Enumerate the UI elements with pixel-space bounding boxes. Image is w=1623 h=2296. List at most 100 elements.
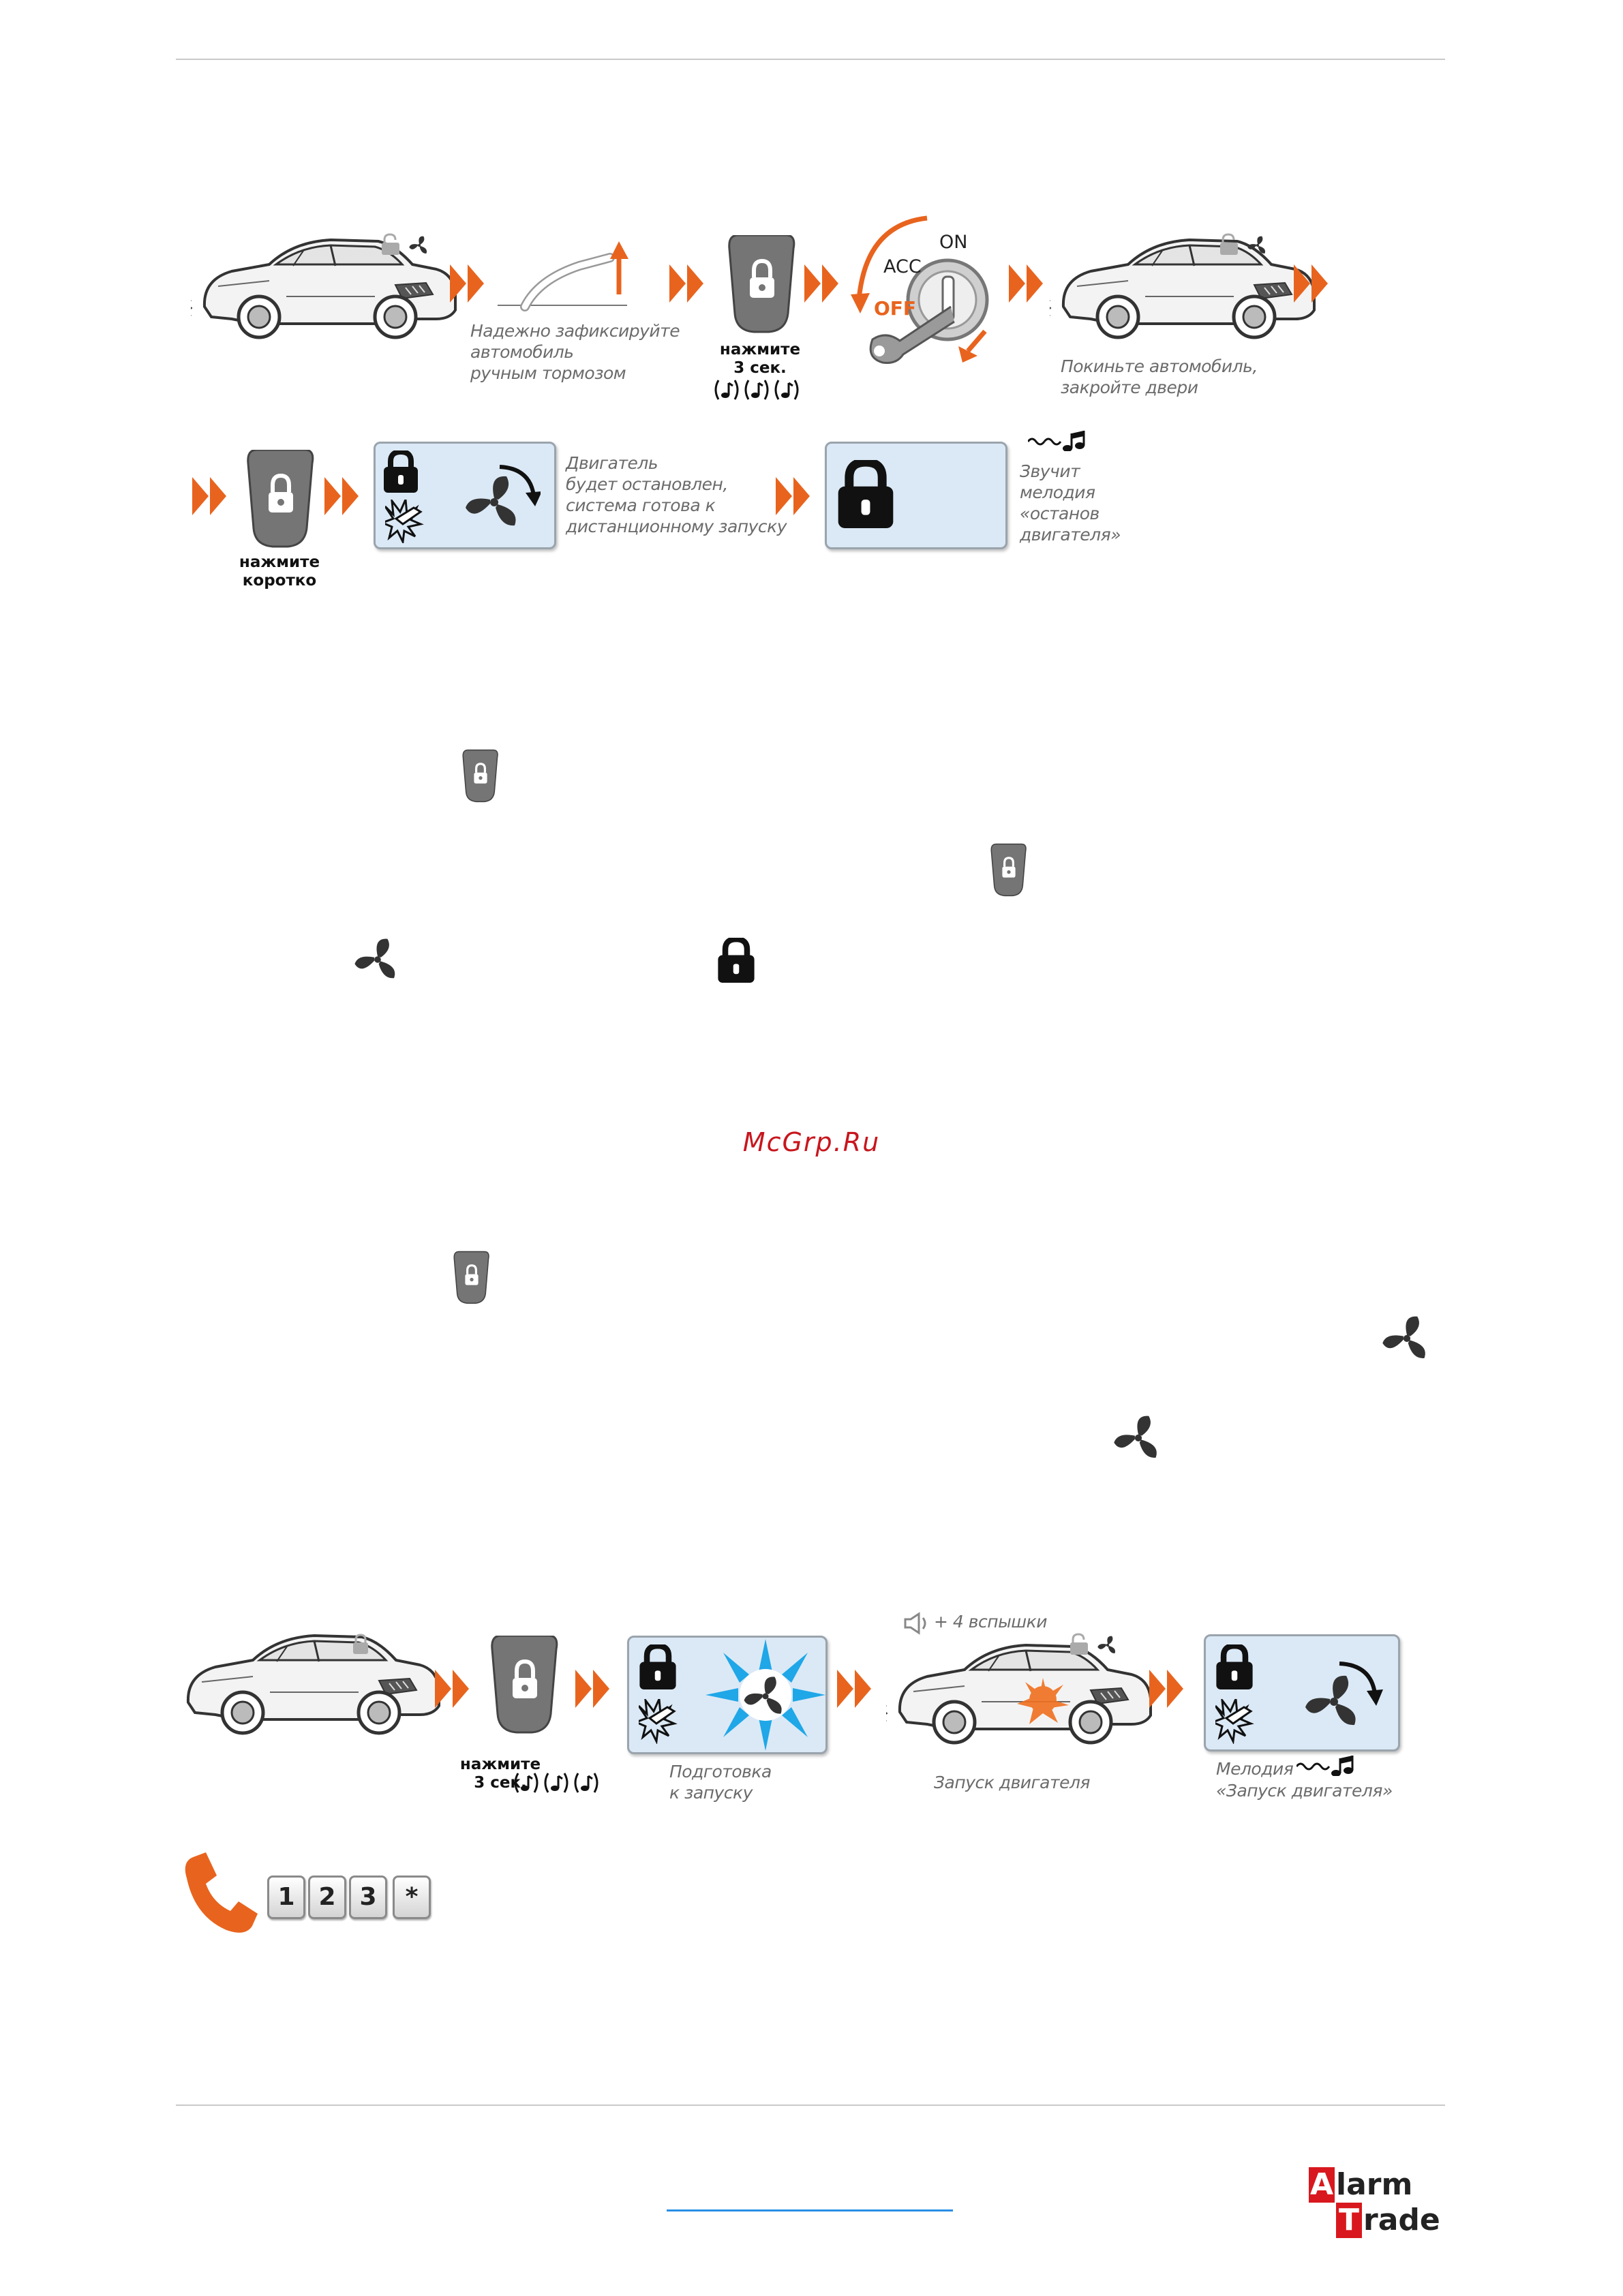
display-panel-locked bbox=[825, 442, 1007, 549]
ignition-acc-label: ACC bbox=[883, 256, 922, 277]
car-image-3 bbox=[175, 1627, 447, 1747]
melody-icon-1 bbox=[1028, 429, 1086, 451]
car-image-4 bbox=[886, 1637, 1159, 1756]
watermark: McGrp.Ru bbox=[742, 1127, 881, 1157]
press-long-label-1: нажмите 3 сек. bbox=[702, 341, 818, 378]
ignition-off-label: OFF bbox=[874, 297, 917, 320]
display-panel-prepare bbox=[627, 1636, 828, 1754]
caption-line: Звучит bbox=[1020, 461, 1080, 481]
display-panel-stopped bbox=[374, 442, 556, 549]
caption-line: Покиньте автомобиль, bbox=[1061, 356, 1258, 376]
burst-icon bbox=[385, 500, 422, 543]
caption-melody-stop: Звучит мелодия «останов двигателя» bbox=[1020, 461, 1121, 545]
press-line: коротко bbox=[242, 572, 317, 590]
press-line: 3 сек. bbox=[474, 1774, 527, 1792]
lock-button-fob-2 bbox=[240, 450, 322, 551]
arrow-11 bbox=[837, 1670, 871, 1708]
fan-icon-inline-1 bbox=[354, 936, 401, 983]
caption-line: к запуску bbox=[669, 1783, 753, 1803]
press-long-label-2: нажмите 3 сек. bbox=[453, 1756, 548, 1792]
arrow-9 bbox=[435, 1670, 469, 1708]
display-panel-running bbox=[1204, 1634, 1400, 1751]
caption-line: мелодия bbox=[1020, 483, 1095, 502]
press-short-label: нажмите коротко bbox=[218, 553, 341, 590]
caption-melody-start-2: «Запуск двигателя» bbox=[1216, 1781, 1393, 1801]
press-line: 3 сек. bbox=[733, 359, 787, 377]
caption-line: дистанционному запуску bbox=[566, 517, 787, 536]
lock-button-fob-1 bbox=[721, 235, 803, 336]
caption-leave-car: Покиньте автомобиль, закройте двери bbox=[1061, 356, 1258, 398]
logo-letter-t: T bbox=[1336, 2203, 1362, 2238]
caption-line: двигателя» bbox=[1020, 525, 1121, 545]
lock-icon bbox=[639, 1644, 677, 1689]
status-icons-2 bbox=[1220, 233, 1268, 256]
caption-handbrake: Надежно зафиксируйте автомобиль ручным т… bbox=[470, 320, 680, 384]
caption-prepare: Подготовка к запуску bbox=[669, 1761, 772, 1803]
caption-line: будет остановлен, bbox=[566, 474, 728, 494]
arrow-3 bbox=[804, 264, 838, 303]
lock-icon bbox=[1215, 1644, 1254, 1689]
lock-status-icon bbox=[353, 1634, 368, 1654]
keypad-key-2: 2 bbox=[308, 1876, 346, 1919]
press-line: нажмите bbox=[459, 1756, 541, 1773]
beep-icons-2 bbox=[514, 1772, 598, 1794]
flashes-label: + 4 вспышки bbox=[934, 1612, 1048, 1632]
car-image-2 bbox=[1050, 232, 1322, 351]
arrow-2 bbox=[669, 264, 703, 303]
fan-icon bbox=[466, 465, 541, 531]
caption-line: автомобиль bbox=[470, 342, 574, 362]
keypad-key-star: * bbox=[393, 1876, 431, 1919]
lock-icon-inline-1 bbox=[717, 938, 755, 983]
arrow-4 bbox=[1009, 264, 1043, 303]
caption-line: Надежно зафиксируйте bbox=[470, 321, 680, 341]
lock-button-icon-inline-3 bbox=[453, 1250, 490, 1304]
caption-melody-start-1: Мелодия bbox=[1216, 1759, 1294, 1779]
caption-line: Подготовка bbox=[669, 1762, 772, 1781]
logo-word-2: rade bbox=[1363, 2203, 1440, 2237]
caption-engine-stopped: Двигатель будет остановлен, система гото… bbox=[566, 453, 787, 537]
arrow-7 bbox=[324, 477, 359, 515]
arrow-5 bbox=[1294, 264, 1328, 303]
burst-icon bbox=[1215, 1699, 1252, 1743]
press-line: нажмите bbox=[719, 341, 801, 358]
burst-icon bbox=[639, 1699, 676, 1743]
ignition-key-icon bbox=[851, 215, 989, 364]
caption-line: Двигатель bbox=[566, 453, 658, 473]
press-line: нажмите bbox=[239, 553, 320, 571]
arrow-1 bbox=[450, 264, 484, 303]
status-icons-1 bbox=[382, 233, 429, 256]
caption-line: «останов bbox=[1020, 504, 1099, 523]
fan-icon-inline-2 bbox=[1382, 1314, 1431, 1363]
lock-button-icon-inline-1 bbox=[461, 748, 499, 803]
arrow-12 bbox=[1149, 1670, 1183, 1708]
lock-button-icon-inline-2 bbox=[990, 842, 1027, 897]
fan-icon bbox=[1305, 1662, 1383, 1730]
keypad-key-3: 3 bbox=[349, 1876, 387, 1919]
caption-line: закройте двери bbox=[1061, 378, 1198, 397]
lock-icon-large bbox=[836, 460, 895, 528]
lock-icon bbox=[384, 450, 425, 495]
handbrake-icon bbox=[498, 241, 628, 311]
logo-word-1: larm bbox=[1336, 2167, 1413, 2202]
phone-icon bbox=[185, 1852, 258, 1933]
arrow-8 bbox=[776, 477, 810, 515]
logo-letter-a: A bbox=[1309, 2167, 1335, 2203]
fan-flash-icon bbox=[706, 1639, 825, 1751]
bottom-rule bbox=[176, 2104, 1445, 2106]
caption-line: ручным тормозом bbox=[470, 363, 626, 383]
arrow-6 bbox=[192, 477, 226, 515]
footer-link-underline[interactable] bbox=[667, 2209, 953, 2211]
beep-icons-1 bbox=[714, 379, 799, 401]
lock-button-fob-3 bbox=[484, 1636, 566, 1736]
fan-icon-inline-3 bbox=[1114, 1413, 1163, 1463]
status-icons-3 bbox=[1070, 1633, 1118, 1655]
caption-engine-start: Запуск двигателя bbox=[934, 1773, 1090, 1792]
horn-icon bbox=[904, 1612, 926, 1635]
melody-icon-2 bbox=[1296, 1754, 1354, 1776]
arrow-10 bbox=[575, 1670, 609, 1708]
ignition-on-label: ON bbox=[939, 232, 968, 253]
top-rule bbox=[176, 59, 1445, 60]
caption-line: система готова к bbox=[566, 495, 716, 515]
keypad-key-1: 1 bbox=[267, 1876, 305, 1919]
